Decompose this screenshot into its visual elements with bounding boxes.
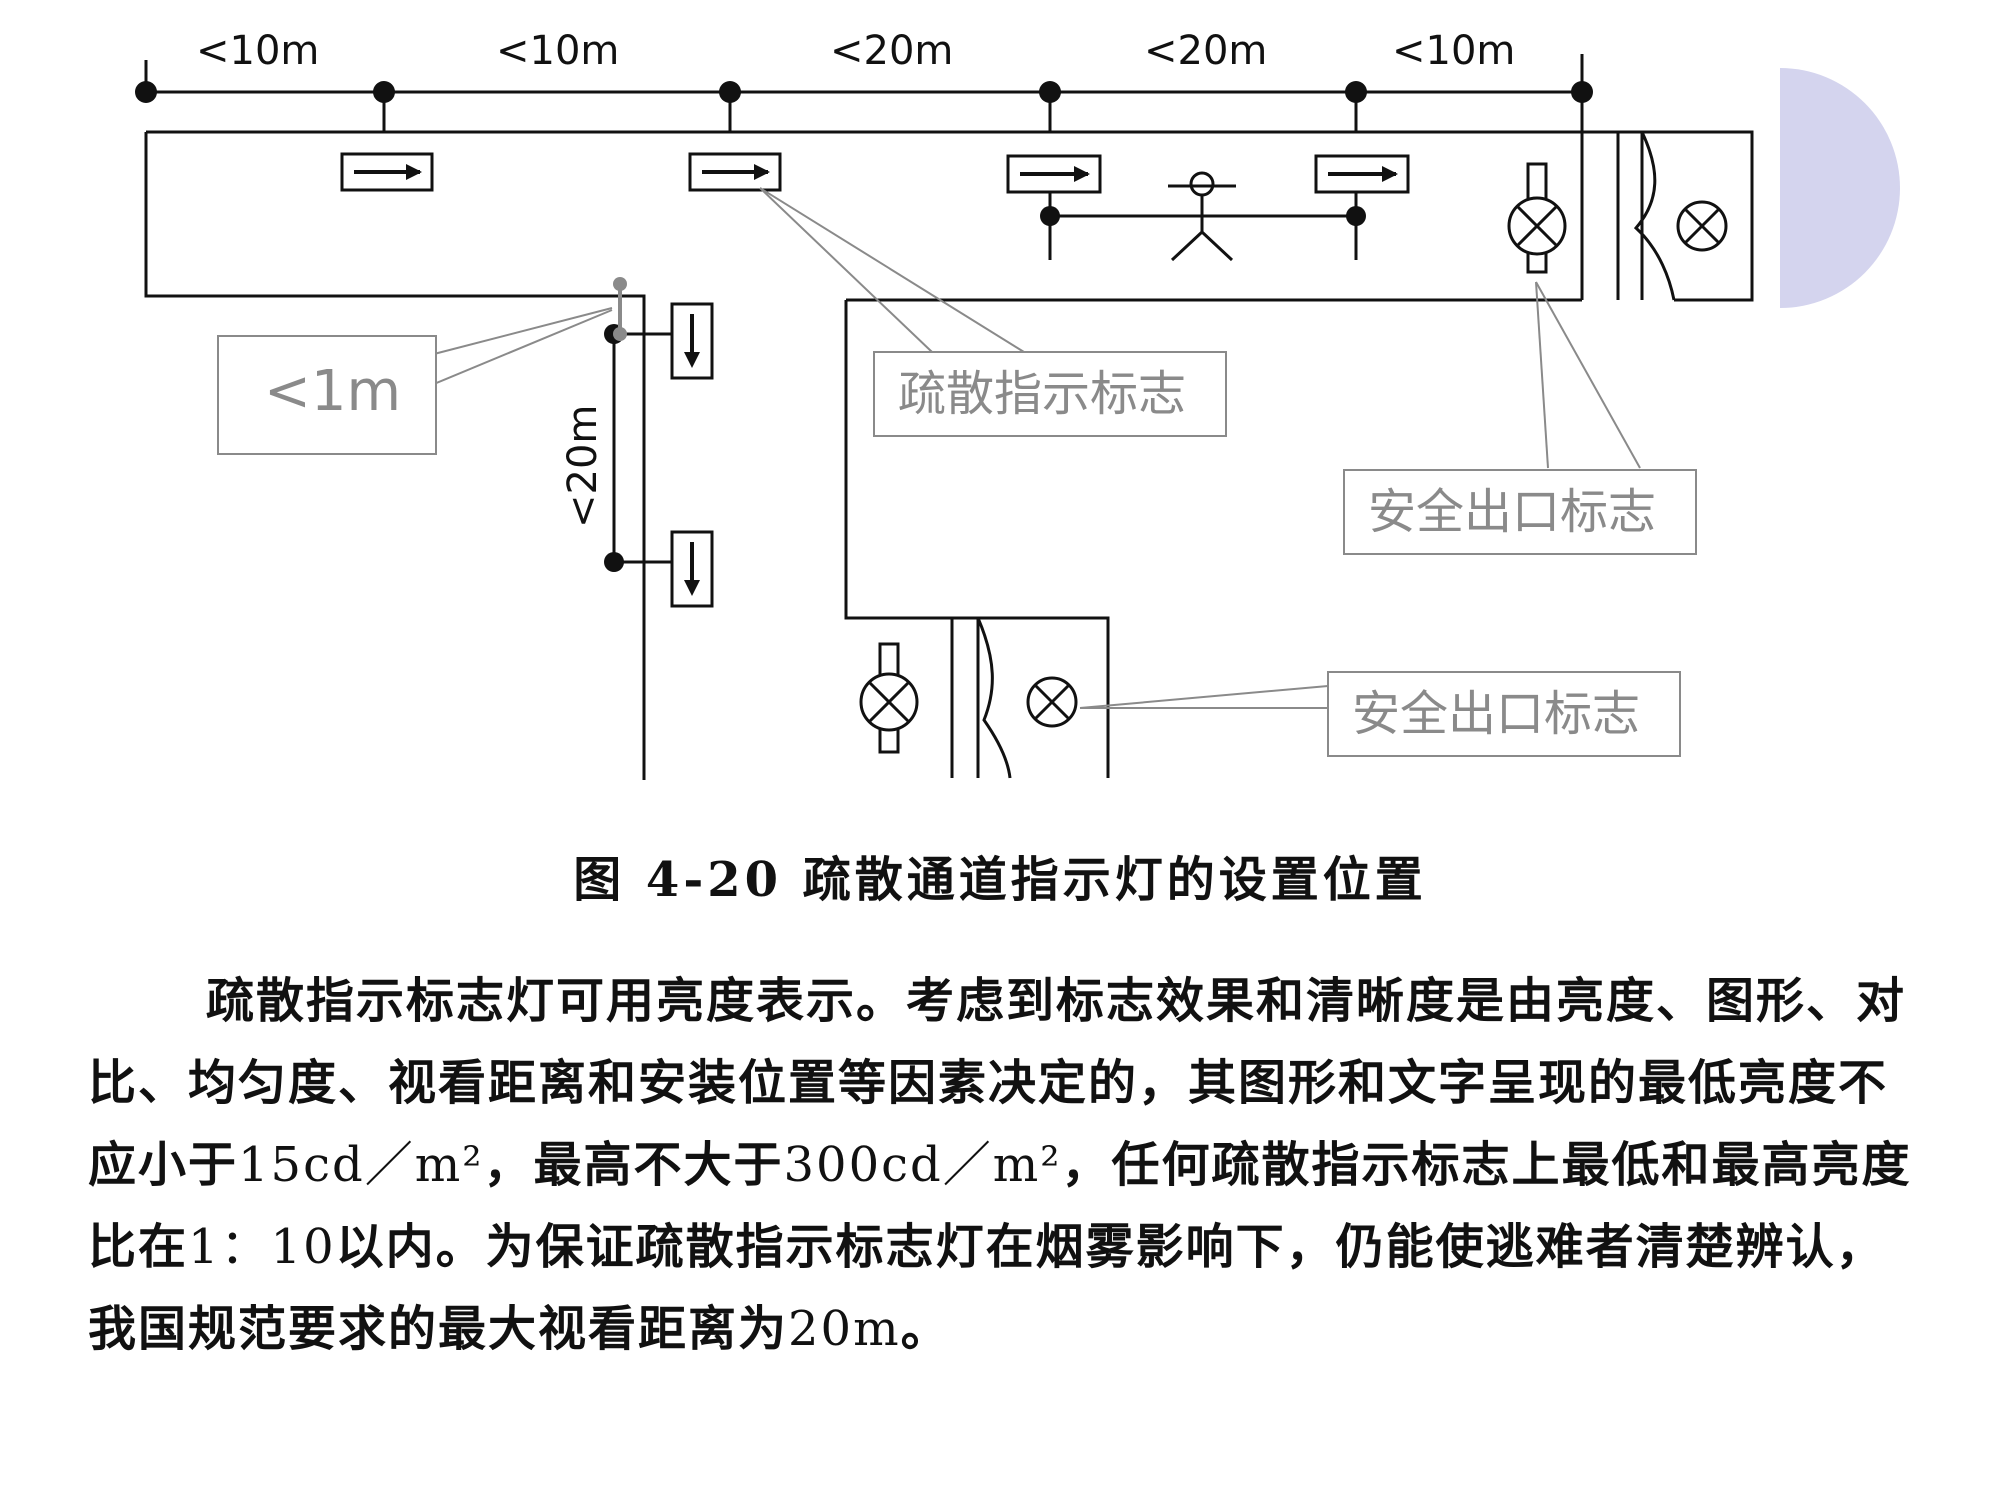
top-distance-label-1: <10m xyxy=(196,28,319,74)
max-viewing-distance-value: 20m xyxy=(788,1301,901,1357)
callout-box-exit-sign-2 xyxy=(1327,671,1681,757)
evacuation-sign-2 xyxy=(688,152,782,192)
body-text-part-3: ，任何疏散指示标志上最低和最高亮度比在 xyxy=(88,1137,1912,1275)
min-luminance-value: 15cd／m² xyxy=(238,1137,484,1193)
callout-near-wall-text: <1m xyxy=(264,359,401,424)
top-distance-label-5: <10m xyxy=(1392,28,1515,74)
luminance-ratio-value: 1：10 xyxy=(188,1219,336,1275)
exit-light-icon-3 xyxy=(859,642,919,754)
exit-light-icon-1 xyxy=(1507,162,1567,274)
callout-box-near-wall xyxy=(217,335,437,455)
bottom-exit-door xyxy=(976,617,1012,779)
vertical-distance-label: <20m xyxy=(560,405,606,528)
callout-evacuation-sign-text: 疏散指示标志 xyxy=(898,366,1186,422)
top-distance-label-3: <20m xyxy=(830,28,953,74)
evacuation-sign-6 xyxy=(670,530,714,608)
exit-light-icon-2 xyxy=(1676,200,1728,252)
exit-light-icon-4 xyxy=(1026,676,1078,728)
evacuation-sign-4 xyxy=(1314,154,1410,194)
evacuation-sign-1 xyxy=(340,152,434,192)
callout-exit-sign-1-text: 安全出口标志 xyxy=(1368,484,1656,540)
callout-box-evacuation-sign xyxy=(873,351,1227,437)
evacuation-diagram: <10m <10m <20m <20m <10m <20m <1m 疏散指示标志… xyxy=(135,28,1900,780)
figure-caption: 图 4-20 疏散通道指示灯的设置位置 xyxy=(573,852,1427,908)
right-exit-door xyxy=(1633,131,1676,301)
evacuation-sign-5 xyxy=(670,302,714,380)
callout-exit-sign-2-text: 安全出口标志 xyxy=(1352,686,1640,742)
body-text-part-2: ，最高不大于 xyxy=(483,1137,784,1193)
top-distance-label-2: <10m xyxy=(496,28,619,74)
callout-box-exit-sign-1 xyxy=(1343,469,1697,555)
body-text-part-1: 疏散指示标志灯可用亮度表示。考虑到标志效果和清晰度是由亮度、图形、对比、均匀度、… xyxy=(88,973,1907,1193)
person-icon xyxy=(1168,171,1236,262)
top-distance-label-4: <20m xyxy=(1144,28,1267,74)
body-text-part-4: 以内。为保证疏散指示标志灯在烟雾影响下，仍能使逃难者清楚辨认，我国规范要求的最大… xyxy=(88,1219,1886,1357)
body-paragraph: 疏散指示标志灯可用亮度表示。考虑到标志效果和清晰度是由亮度、图形、对比、均匀度、… xyxy=(88,960,1928,1370)
decorative-semicircle xyxy=(1780,68,1900,308)
evacuation-sign-3 xyxy=(1006,154,1102,194)
max-luminance-value: 300cd／m² xyxy=(783,1137,1062,1193)
body-text-part-5: 。 xyxy=(900,1301,951,1357)
